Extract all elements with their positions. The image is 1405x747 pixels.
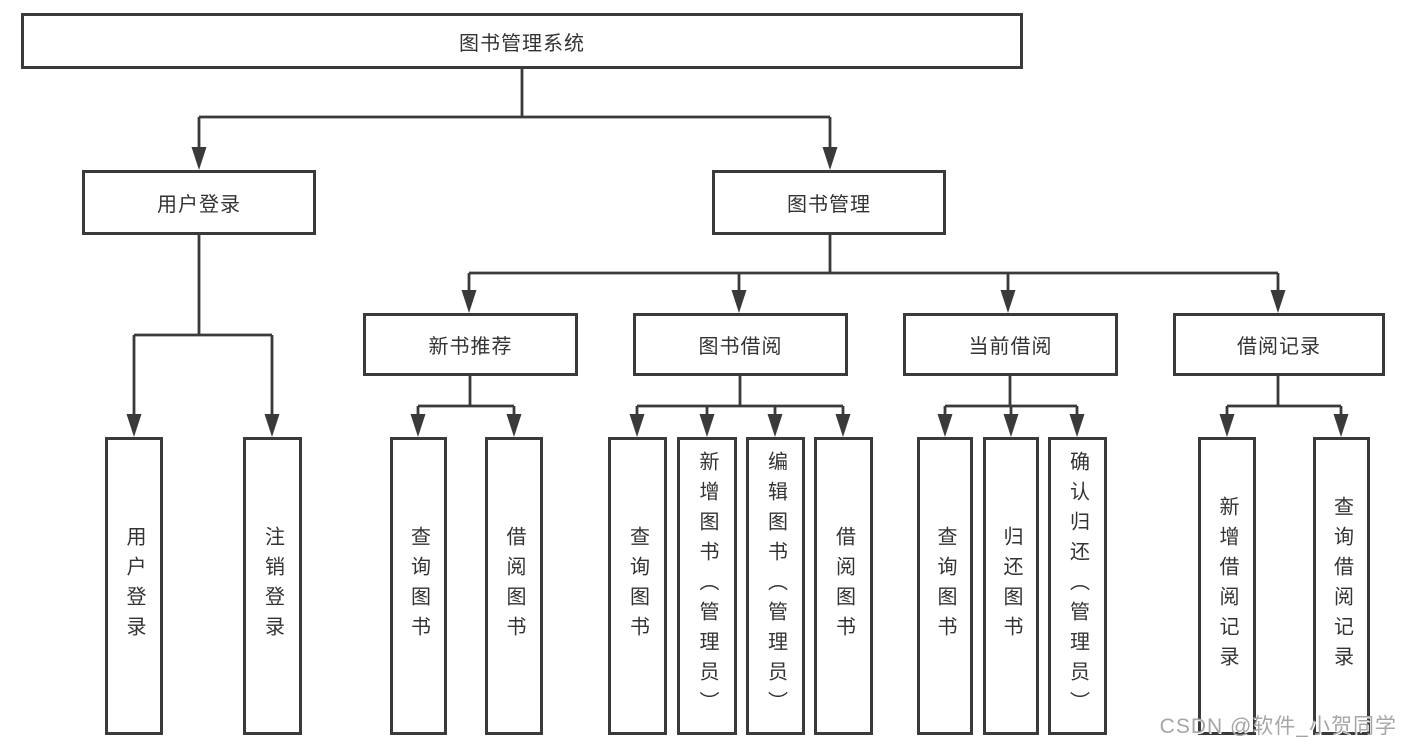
node-user-login: 用户登录 <box>82 170 316 235</box>
node-label: 查询借阅记录 <box>1330 496 1353 676</box>
arrow-head-icon <box>731 290 747 313</box>
arrow-head-icon <box>822 147 838 170</box>
leaf-borrow-book-2: 借阅图书 <box>814 437 873 735</box>
arrow-head-icon <box>699 414 715 437</box>
arrow-head-icon <box>461 290 477 313</box>
node-current-borrowing: 当前借阅 <box>903 313 1118 376</box>
arrow-head-icon <box>126 414 142 437</box>
node-book-borrowing: 图书借阅 <box>633 313 848 376</box>
leaf-borrow-book-1: 借阅图书 <box>485 437 543 735</box>
node-label: 查询图书 <box>934 526 956 646</box>
node-label: 新增图书（管理员） <box>696 451 718 721</box>
node-label: 当前借阅 <box>968 336 1053 358</box>
leaf-query-book-1: 查询图书 <box>390 437 447 735</box>
node-label: 借阅记录 <box>1237 336 1321 358</box>
node-label: 用户登录 <box>123 526 145 646</box>
arrow-head-icon <box>191 147 207 170</box>
leaf-add-book-admin: 新增图书（管理员） <box>677 437 737 735</box>
node-new-book-recommend: 新书推荐 <box>363 313 578 376</box>
node-label: 用户登录 <box>157 194 241 216</box>
leaf-add-borrow-record: 新增借阅记录 <box>1198 437 1256 735</box>
arrow-head-icon <box>937 414 953 437</box>
node-label: 注销登录 <box>261 526 284 646</box>
leaf-query-book-3: 查询图书 <box>917 437 973 735</box>
node-label: 借阅图书 <box>503 526 525 646</box>
node-borrowing-records: 借阅记录 <box>1173 313 1385 376</box>
node-book-management: 图书管理 <box>712 170 946 235</box>
leaf-user-login: 用户登录 <box>105 437 163 735</box>
node-label: 借阅图书 <box>832 526 855 646</box>
arrow-head-icon <box>1069 414 1085 437</box>
arrow-head-icon <box>1003 414 1019 437</box>
node-label: 图书管理系统 <box>459 32 585 55</box>
watermark: CSDN @软件_小贺同学 <box>1159 715 1397 738</box>
leaf-edit-book-admin: 编辑图书（管理员） <box>746 437 805 735</box>
arrow-head-icon <box>629 414 645 437</box>
leaf-query-book-2: 查询图书 <box>608 437 667 735</box>
node-label: 编辑图书（管理员） <box>764 451 787 721</box>
arrow-head-icon <box>835 414 851 437</box>
arrow-head-icon <box>1270 290 1286 313</box>
node-label: 图书管理 <box>787 194 871 216</box>
node-label: 确认归还（管理员） <box>1066 451 1089 721</box>
leaf-query-borrow-record: 查询借阅记录 <box>1313 437 1370 735</box>
node-label: 新书推荐 <box>428 336 513 358</box>
node-label: 归还图书 <box>1000 526 1022 646</box>
arrow-head-icon <box>410 414 426 437</box>
connector-lines <box>132 69 1343 418</box>
node-label: 查询图书 <box>626 526 649 646</box>
leaf-confirm-return-admin: 确认归还（管理员） <box>1048 437 1107 735</box>
arrow-head-icon <box>1333 414 1349 437</box>
node-library-system: 图书管理系统 <box>21 13 1023 69</box>
arrow-head-icon <box>1219 414 1235 437</box>
node-label: 查询图书 <box>407 526 430 646</box>
arrow-head-icon <box>1000 290 1016 313</box>
arrow-head-icon <box>264 414 280 437</box>
node-label: 图书借阅 <box>698 336 783 358</box>
arrow-head-icon <box>767 414 783 437</box>
leaf-logout: 注销登录 <box>243 437 302 735</box>
arrow-head-icon <box>506 414 522 437</box>
node-label: 新增借阅记录 <box>1216 496 1238 676</box>
leaf-return-book: 归还图书 <box>983 437 1039 735</box>
